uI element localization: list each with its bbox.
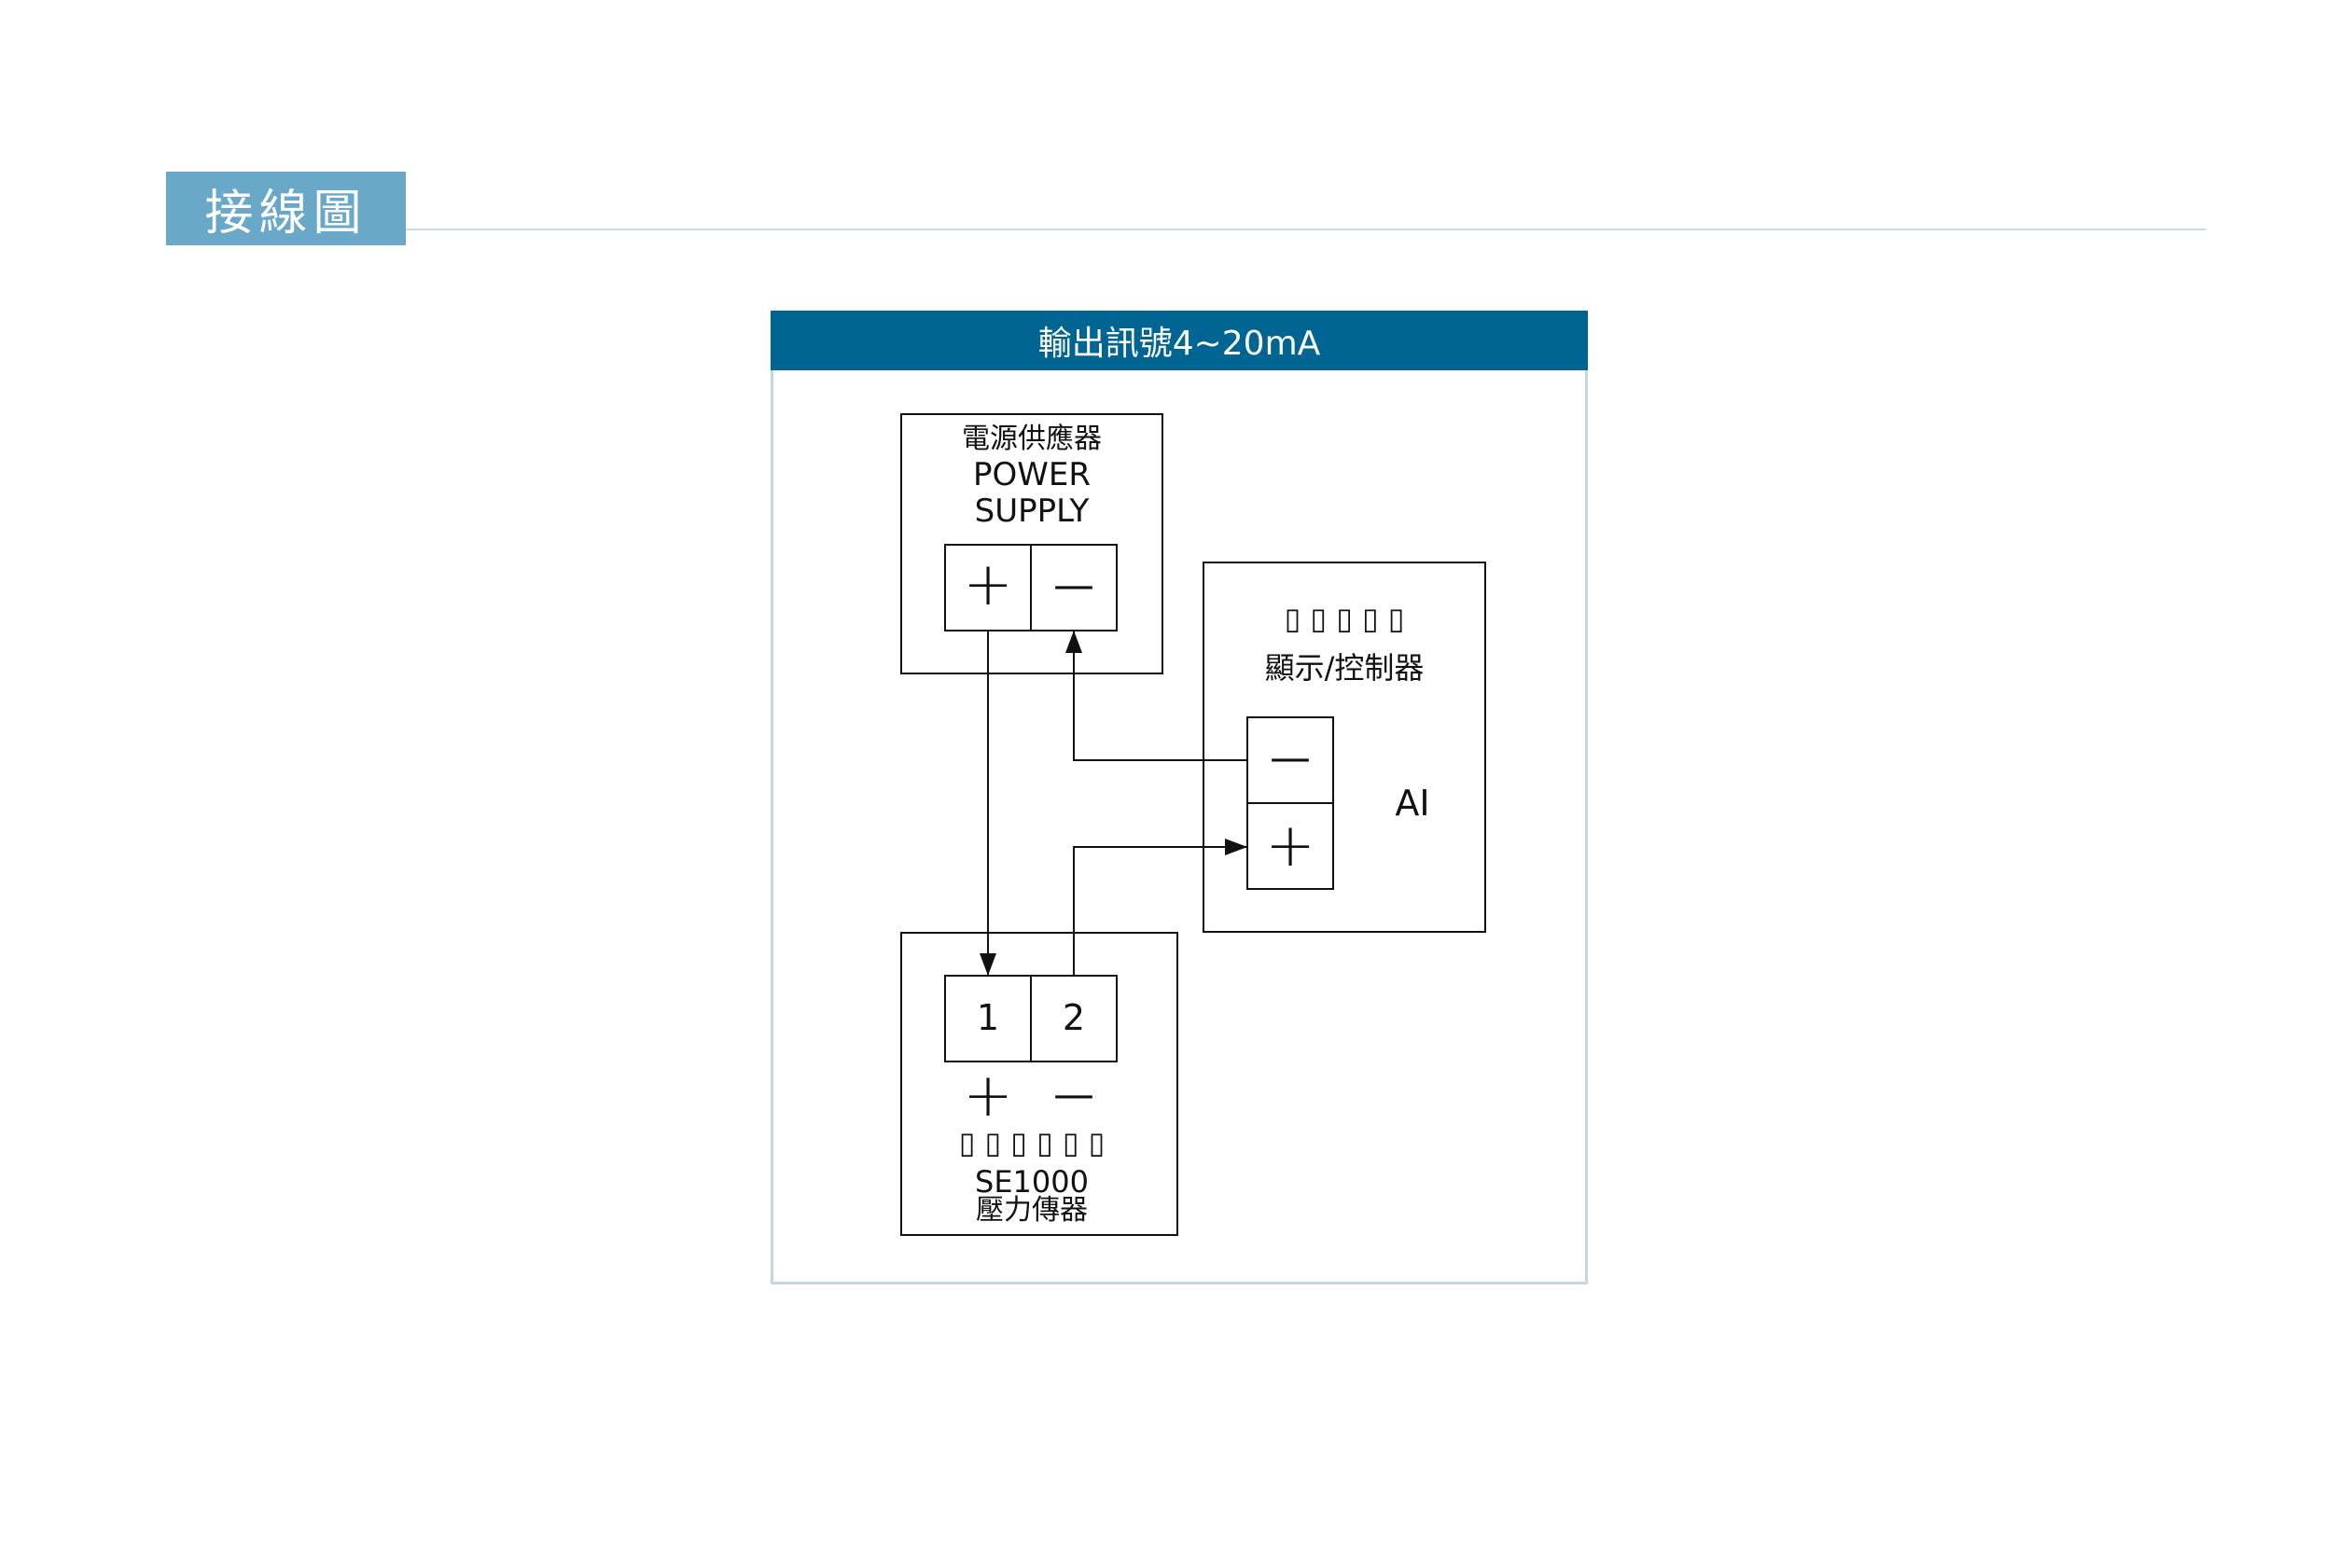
sensor-terminal-2-label: 2 <box>1063 997 1085 1038</box>
sensor-model: SE1000 <box>975 1164 1089 1200</box>
power-supply-box <box>900 413 1163 674</box>
sensor-polarity-negative: — <box>1053 1071 1094 1118</box>
controller-model-placeholder: ▯ ▯ ▯ ▯ ▯ <box>1285 601 1405 636</box>
controller-label-zh: 顯示/控制器 <box>1265 650 1425 686</box>
controller-block: ▯ ▯ ▯ ▯ ▯ 顯示/控制器 — + AI <box>1203 562 1486 933</box>
sensor-label-zh: 壓力傳器 <box>976 1194 1088 1227</box>
panel-title: 輸出訊號4~20mA <box>771 311 1588 370</box>
power-supply-label-zh: 電源供應器 <box>962 423 1102 455</box>
power-negative-symbol: — <box>1053 562 1094 609</box>
wiring-panel <box>771 311 1588 1284</box>
power-supply-block: 電源供應器 POWER SUPPLY + — <box>900 413 1163 674</box>
controller-box <box>1203 562 1486 933</box>
section-divider <box>406 229 2206 230</box>
section-title: 接線圖 <box>166 172 406 245</box>
sensor-polarity-positive: + <box>963 1062 1013 1131</box>
wire-controller-negative-to-power-negative <box>1065 631 1247 761</box>
sensor-model-placeholder: ▯ ▯ ▯ ▯ ▯ ▯ <box>959 1125 1106 1160</box>
power-supply-label-en-1: POWER <box>973 456 1091 493</box>
sensor-terminal-1-label: 1 <box>977 997 999 1038</box>
controller-negative-symbol: — <box>1270 734 1311 782</box>
power-supply-label-en-2: SUPPLY <box>975 493 1090 530</box>
controller-positive-symbol: + <box>1265 812 1315 881</box>
power-positive-symbol: + <box>963 550 1013 619</box>
sensor-box <box>900 932 1178 1236</box>
sensor-block: 1 2 + — ▯ ▯ ▯ ▯ ▯ ▯ SE1000 壓力傳器 <box>900 932 1178 1236</box>
wire-sensor-2-to-controller-positive <box>1073 839 1247 976</box>
controller-input-label: AI <box>1395 783 1429 824</box>
